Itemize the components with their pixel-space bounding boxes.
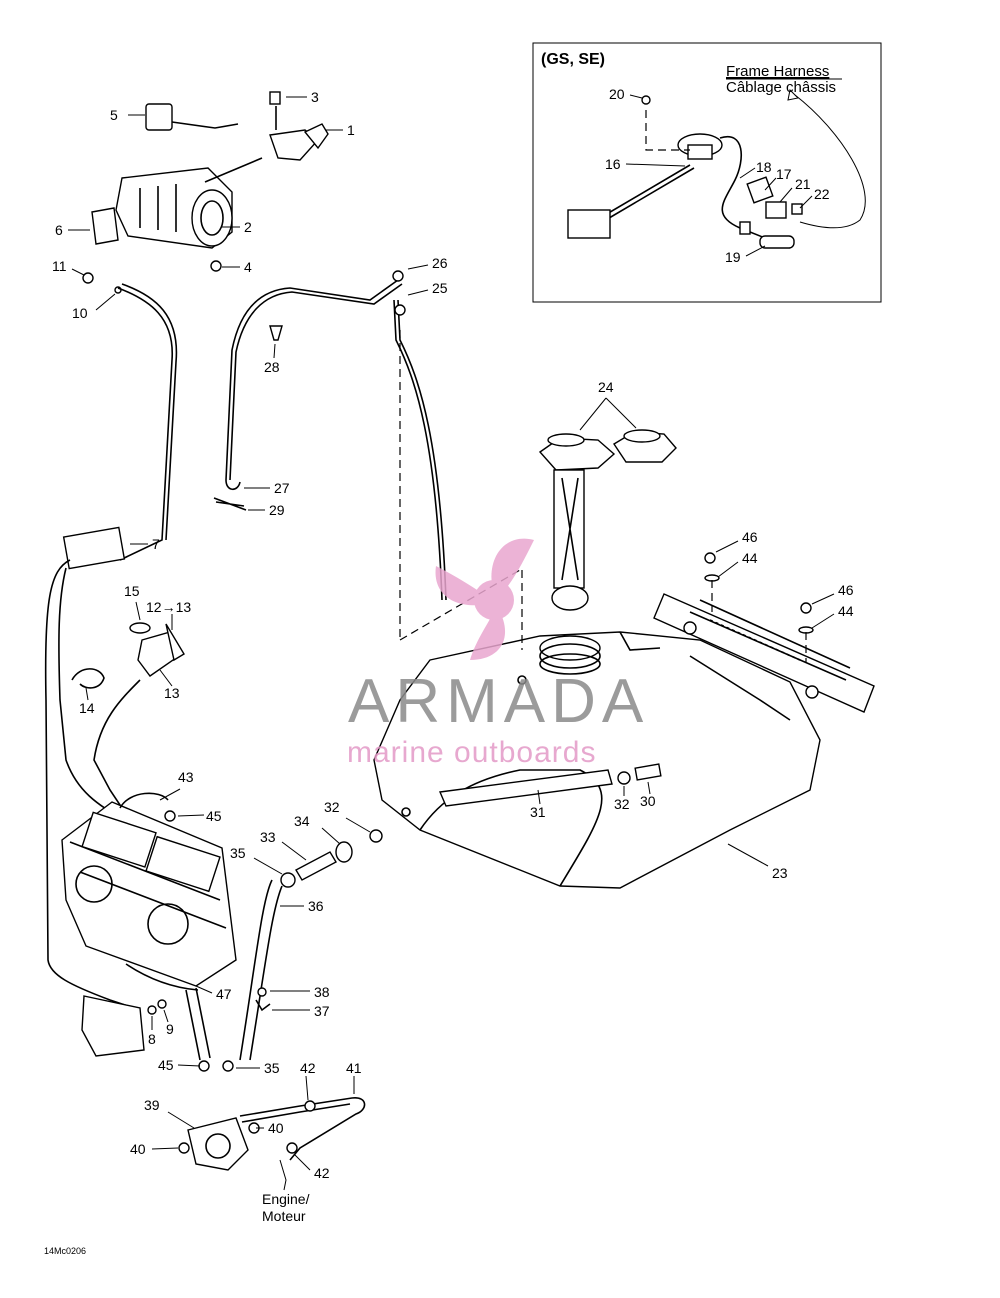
callout-1: 1 xyxy=(347,122,355,138)
callout-15: 15 xyxy=(124,583,140,599)
callout-35a: 35 xyxy=(230,845,246,861)
callout-46b: 46 xyxy=(838,582,854,598)
callout-39: 39 xyxy=(144,1097,160,1113)
oil-pump xyxy=(81,995,167,1057)
inset-box: (GS, SE) Frame Harness Câblage châssis 2… xyxy=(532,42,882,303)
screw-20 xyxy=(641,95,651,105)
callout-47: 47 xyxy=(216,986,232,1002)
callout-32a: 32 xyxy=(324,799,340,815)
callout-16: 16 xyxy=(605,156,621,172)
callout-41: 41 xyxy=(346,1060,362,1076)
propeller-logo-icon xyxy=(435,538,534,660)
callout-12: 12→13 xyxy=(146,599,191,615)
callout-37: 37 xyxy=(314,1003,330,1019)
callout-30: 30 xyxy=(640,793,656,809)
callout-2: 2 xyxy=(244,219,252,235)
callout-26: 26 xyxy=(432,255,448,271)
callout-25: 25 xyxy=(432,280,448,296)
callout-35b: 35 xyxy=(264,1060,280,1076)
callout-6: 6 xyxy=(55,222,63,238)
callout-46a: 46 xyxy=(742,529,758,545)
vent-line xyxy=(213,270,447,640)
fuse-holder-19 xyxy=(759,235,795,249)
mounting-rail xyxy=(653,552,875,713)
callout-38: 38 xyxy=(314,984,330,1000)
inset-harness-en: Frame Harness xyxy=(726,63,829,80)
callout-29: 29 xyxy=(269,502,285,518)
callout-43: 43 xyxy=(178,769,194,785)
callout-44b: 44 xyxy=(838,603,854,619)
callout-17: 17 xyxy=(776,166,792,182)
callout-33: 33 xyxy=(260,829,276,845)
connector-21 xyxy=(765,201,787,219)
fuel-level-sensor xyxy=(567,133,791,249)
callout-42b: 42 xyxy=(314,1165,330,1181)
callout-18: 18 xyxy=(756,159,772,175)
callout-13: 13 xyxy=(164,685,180,701)
callout-44a: 44 xyxy=(742,550,758,566)
callout-21: 21 xyxy=(795,176,811,192)
watermark-tagline: marine outboards xyxy=(347,736,596,769)
fuel-tank xyxy=(373,631,821,889)
callout-32b: 32 xyxy=(614,796,630,812)
engine-label-en: Engine/ xyxy=(262,1191,310,1207)
callout-14: 14 xyxy=(79,700,95,716)
callout-5: 5 xyxy=(110,107,118,123)
callout-40a: 40 xyxy=(130,1141,146,1157)
callout-28: 28 xyxy=(264,359,280,375)
callout-42a: 42 xyxy=(300,1060,316,1076)
callout-40b: 40 xyxy=(268,1120,284,1136)
outlet-fittings xyxy=(239,829,383,1061)
callout-19: 19 xyxy=(725,249,741,265)
fuel-pump xyxy=(178,987,366,1171)
callout-20: 20 xyxy=(609,86,625,102)
callout-24: 24 xyxy=(598,379,614,395)
filler-neck xyxy=(399,429,677,650)
seal-19a xyxy=(739,221,751,235)
watermark-brand: ARMADA xyxy=(348,667,649,736)
drawing-code: 14Mc0206 xyxy=(44,1246,86,1256)
callout-31: 31 xyxy=(530,804,546,820)
callout-9: 9 xyxy=(166,1021,174,1037)
watermark: ARMADA marine outboards xyxy=(347,538,649,769)
callout-45b: 45 xyxy=(158,1057,174,1073)
callout-10: 10 xyxy=(72,305,88,321)
throttle-cable xyxy=(44,283,178,1011)
callout-7: 7 xyxy=(152,536,160,552)
callout-11: 11 xyxy=(52,258,67,274)
callout-27: 27 xyxy=(274,480,290,496)
callout-8: 8 xyxy=(148,1031,156,1047)
callout-34: 34 xyxy=(294,813,310,829)
callout-23: 23 xyxy=(772,865,788,881)
terminal-22 xyxy=(791,203,803,215)
carburetor-assembly xyxy=(61,792,237,991)
callout-22: 22 xyxy=(814,186,830,202)
callout-3: 3 xyxy=(311,89,319,105)
callout-36: 36 xyxy=(308,898,324,914)
engine-label-fr: Moteur xyxy=(262,1208,306,1224)
tps-sensor xyxy=(71,622,185,689)
throttle-housing-group xyxy=(82,91,329,294)
callout-4: 4 xyxy=(244,259,252,275)
callout-45a: 45 xyxy=(206,808,222,824)
connector-17 xyxy=(746,176,774,204)
inset-harness-fr: Câblage châssis xyxy=(726,79,836,96)
inset-models: (GS, SE) xyxy=(541,51,605,68)
